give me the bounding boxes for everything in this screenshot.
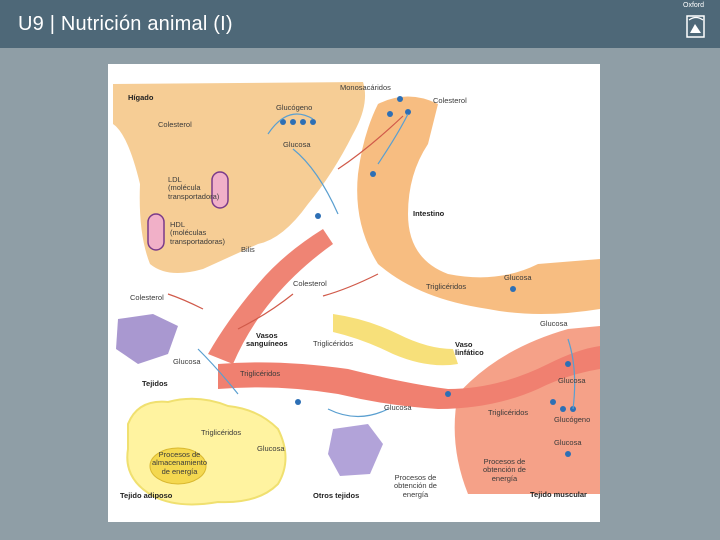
label-trigliceridos-adipose: Triglicéridos xyxy=(201,428,242,437)
label-trigliceridos-int: Triglicéridos xyxy=(426,282,467,291)
label-glucosa-muscle-top: Glucosa xyxy=(558,376,586,385)
label-procesos-otros: Procesos de obtención de energía xyxy=(394,473,437,499)
ldl-capsule xyxy=(211,171,229,209)
label-glucosa-muscle: Glucosa xyxy=(554,438,582,447)
label-glucosa-int: Glucosa xyxy=(504,273,532,282)
glucose-dots xyxy=(280,96,576,457)
label-procesos-energia: Procesos de obtención de energía xyxy=(483,457,526,483)
liver-shape xyxy=(113,82,366,273)
blood-vessel-main xyxy=(218,346,600,409)
label-trigliceridos-muscle: Triglicéridos xyxy=(488,408,529,417)
label-bilis: Bilis xyxy=(241,245,255,254)
label-higado: Hígado xyxy=(128,93,154,102)
label-otros-tejidos: Otros tejidos xyxy=(313,491,360,500)
label-procesos-almacenamiento: Procesos de almacenamiento de energía xyxy=(152,450,208,476)
label-monosacaridos: Monosacáridos xyxy=(340,83,391,92)
red-arrows xyxy=(167,115,404,330)
label-colesterol-mid: Colesterol xyxy=(293,279,327,288)
logo-label: Oxford xyxy=(683,2,705,9)
label-colesterol-liver: Colesterol xyxy=(158,120,192,129)
label-tejido-muscular: Tejido muscular xyxy=(530,490,587,499)
label-vaso-linfatico: Vaso linfático xyxy=(455,340,484,358)
label-vasos: Vasos sanguíneos xyxy=(246,331,288,349)
label-tejido-adiposo: Tejido adiposo xyxy=(120,491,173,500)
other-tissue-cells xyxy=(328,424,383,476)
label-colesterol-top: Colesterol xyxy=(433,96,467,105)
title-bar: U9 | Nutrición animal (I) Oxford xyxy=(0,0,720,48)
label-glucosa-right: Glucosa xyxy=(540,319,568,328)
label-ldl: LDL (molécula transportadora) xyxy=(168,175,220,201)
intestine-shape xyxy=(357,96,600,314)
label-tejidos: Tejidos xyxy=(142,379,168,388)
diagram-artwork xyxy=(113,82,600,506)
label-glucosa-tejidos: Glucosa xyxy=(173,357,201,366)
label-glucogeno-muscle: Glucógeno xyxy=(554,415,591,424)
oxford-logo-icon xyxy=(686,15,705,38)
label-trigliceridos-vl: Triglicéridos xyxy=(313,339,354,348)
label-glucogeno-liver: Glucógeno xyxy=(276,103,313,112)
label-hdl: HDL (moléculas transportadoras) xyxy=(170,220,226,246)
label-glucosa-adipose: Glucosa xyxy=(257,444,285,453)
label-trigliceridos-vessel: Triglicéridos xyxy=(240,369,281,378)
label-glucosa-liver: Glucosa xyxy=(283,140,311,149)
nutrition-diagram: Hígado Monosacáridos Colesterol Glucógen… xyxy=(108,64,600,522)
label-glucosa-vessel: Glucosa xyxy=(384,403,412,412)
tissue-cells xyxy=(116,314,178,364)
fat-droplet xyxy=(149,447,207,485)
label-colesterol-left: Colesterol xyxy=(130,293,164,302)
page-title: U9 | Nutrición animal (I) xyxy=(18,13,233,35)
label-intestino: Intestino xyxy=(413,209,445,218)
flow-arrows xyxy=(197,113,576,418)
hdl-capsule xyxy=(147,213,165,251)
lymph-vessel xyxy=(333,314,458,366)
blood-vessel-left xyxy=(208,229,333,364)
